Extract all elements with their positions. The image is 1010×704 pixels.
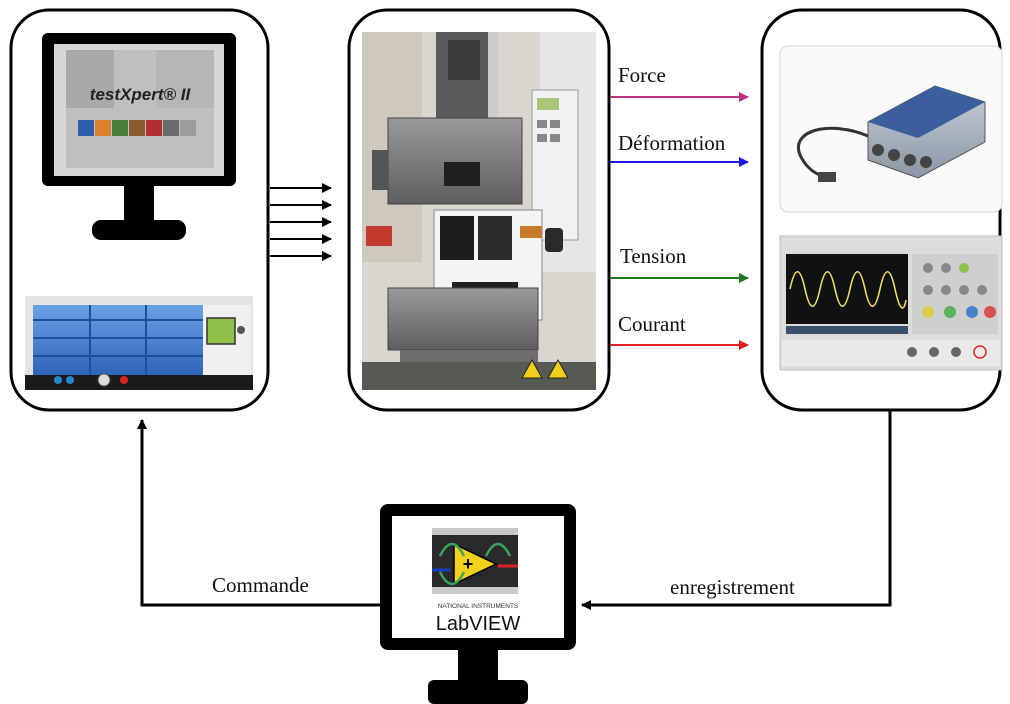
daq-usb-cable bbox=[796, 126, 869, 180]
center-panel bbox=[347, 8, 611, 412]
recording-path bbox=[581, 410, 892, 610]
testxpert-logo-text: testXpert® II bbox=[90, 85, 192, 104]
power-supply-terminal-blue bbox=[54, 376, 62, 384]
material-thumbnails bbox=[78, 120, 196, 136]
monitor-neck bbox=[124, 186, 154, 220]
current-label: Courant bbox=[618, 312, 686, 336]
warning-sign bbox=[521, 358, 543, 379]
labview-monitor-foot bbox=[428, 680, 528, 704]
daq-device-photo bbox=[779, 45, 1003, 213]
usb-plug-icon bbox=[818, 172, 836, 182]
svg-text:+: + bbox=[463, 554, 474, 574]
command-path bbox=[137, 419, 380, 607]
command-signal-arrows bbox=[270, 183, 332, 261]
power-supply-front bbox=[33, 305, 203, 375]
oscilloscope-screen bbox=[786, 254, 908, 324]
tensile-test-machine-photo bbox=[362, 32, 596, 390]
labview-logo-icon: + bbox=[432, 528, 518, 594]
screen-photo-tile bbox=[66, 50, 114, 108]
oscilloscope-photo bbox=[779, 235, 1003, 371]
right-panel bbox=[760, 8, 1003, 412]
feedback-paths: enregistrement Commande bbox=[137, 410, 892, 610]
monitor-foot bbox=[92, 220, 186, 240]
lower-grip bbox=[387, 287, 539, 351]
power-supply-terminal-red bbox=[120, 376, 128, 384]
command-label: Commande bbox=[212, 573, 309, 597]
left-panel: testXpert® II bbox=[9, 8, 270, 412]
voltage-label: Tension bbox=[620, 244, 687, 268]
labview-vendor-text: NATIONAL INSTRUMENTS bbox=[438, 603, 519, 610]
force-label: Force bbox=[618, 63, 666, 87]
screen-photo-tile bbox=[156, 50, 214, 108]
deformation-label: Déformation bbox=[618, 131, 726, 155]
labview-monitor-neck bbox=[458, 650, 498, 680]
testxpert-monitor: testXpert® II bbox=[42, 33, 236, 240]
upper-grip bbox=[387, 117, 523, 205]
measurement-arrows: Force Déformation Tension Courant bbox=[610, 63, 749, 350]
labview-monitor: + NATIONAL INSTRUMENTS LabVIEW bbox=[380, 504, 576, 704]
labview-name-text: LabVIEW bbox=[436, 613, 521, 635]
recording-label: enregistrement bbox=[670, 575, 795, 599]
power-supply-knob bbox=[97, 373, 111, 387]
machine-lcd bbox=[537, 98, 559, 110]
power-supply-display bbox=[206, 317, 236, 345]
power-supply-unit bbox=[25, 296, 253, 390]
oscilloscope-waveform bbox=[789, 270, 907, 309]
